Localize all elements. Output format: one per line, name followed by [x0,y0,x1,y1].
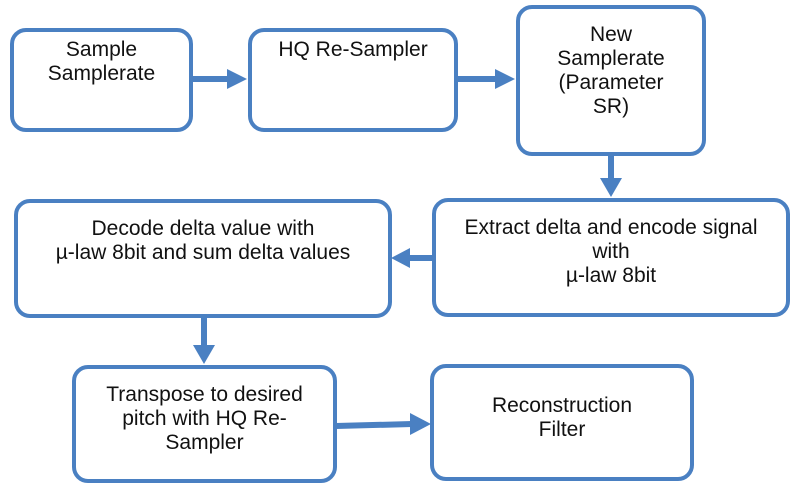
arrow-transpose-to-reconstruction [335,413,431,435]
node-reconstruction-filter: Reconstruction Filter [430,364,694,481]
arrow-sample-to-hq [192,69,247,89]
node-new-samplerate: New Samplerate (Parameter SR) [516,5,706,156]
node-hq-resampler: HQ Re-Sampler [248,28,458,132]
node-transpose-label: Transpose to desired pitch with HQ Re- S… [106,383,303,454]
arrow-new-samplerate-to-extract [600,155,622,197]
arrow-hq-to-new-samplerate [457,69,515,89]
node-new-samplerate-label: New Samplerate (Parameter SR) [557,23,665,118]
arrow-extract-to-decode [391,248,433,268]
node-transpose: Transpose to desired pitch with HQ Re- S… [72,365,337,483]
node-reconstruction-filter-label: Reconstruction Filter [491,394,633,441]
node-sample-samplerate-label: Sample Samplerate [47,38,156,85]
node-sample-samplerate: Sample Samplerate [10,28,193,132]
node-decode-delta-label: Decode delta value with µ-law 8bit and s… [55,217,351,264]
node-extract-delta-label: Extract delta and encode signal with µ-l… [464,216,758,287]
node-decode-delta: Decode delta value with µ-law 8bit and s… [14,199,392,318]
node-hq-resampler-label: HQ Re-Sampler [278,38,428,61]
node-extract-delta: Extract delta and encode signal with µ-l… [432,198,790,317]
arrow-decode-to-transpose [193,318,215,364]
